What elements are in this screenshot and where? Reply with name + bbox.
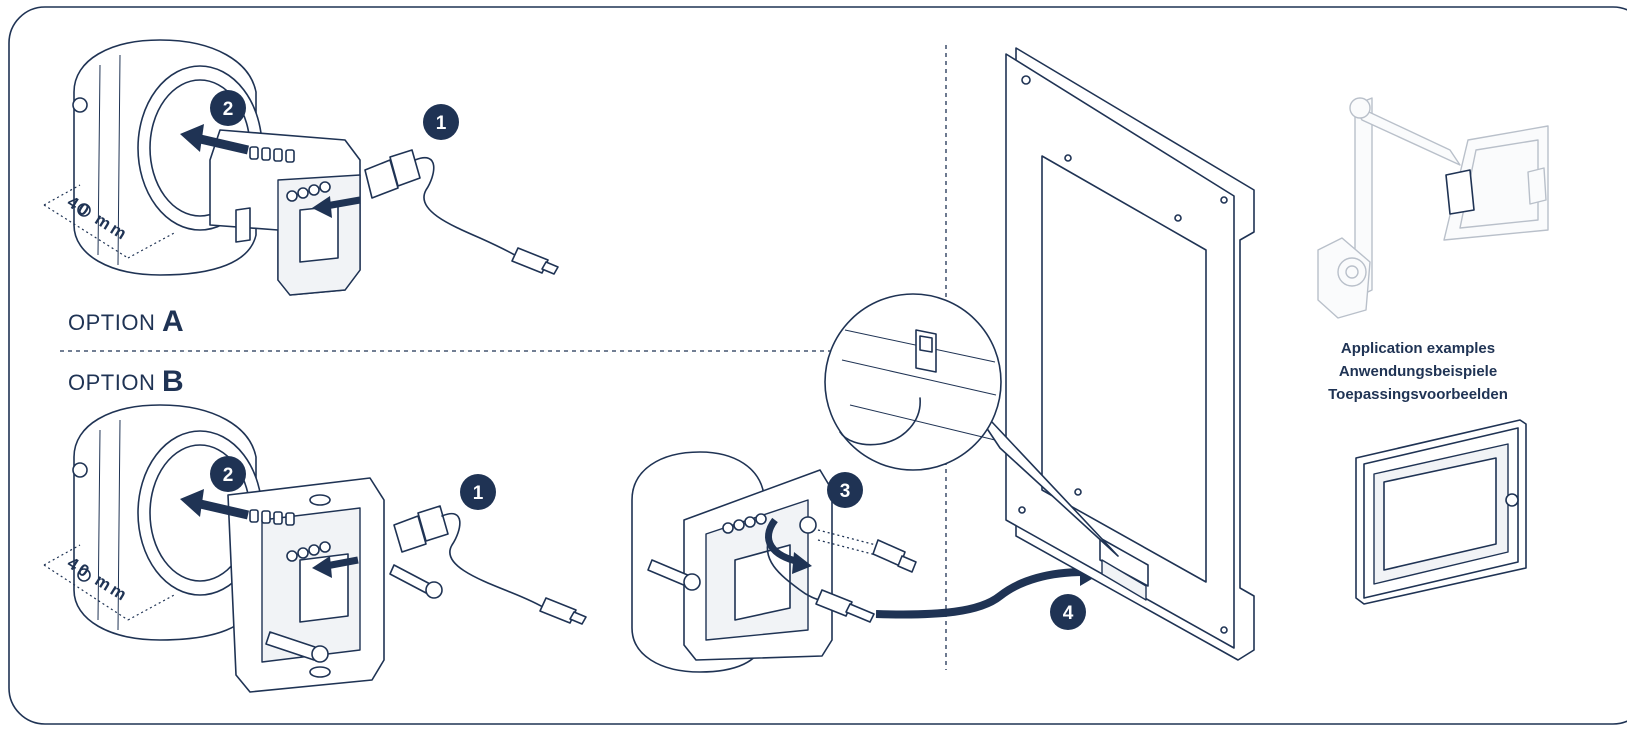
svg-text:Toepassingsvoorbeelden: Toepassingsvoorbeelden — [1328, 386, 1508, 403]
connector-detail-callout — [824, 293, 1119, 557]
step-badge-b3: 3 — [827, 472, 863, 508]
step-badge-b1: 1 — [460, 474, 496, 510]
option-a-illustration — [72, 39, 559, 296]
application-examples-caption: Application examples Anwendungsbeispiele… — [1328, 340, 1508, 403]
tablet-enclosure-illustration — [1355, 419, 1527, 605]
arm-mount-illustration — [1317, 97, 1549, 319]
step-badge-a2: 2 — [210, 90, 246, 126]
option-a-label: OPTION A — [68, 305, 184, 338]
assembled-unit-illustration — [631, 451, 1102, 673]
svg-text:2: 2 — [223, 99, 234, 120]
svg-text:B: B — [162, 365, 184, 398]
svg-text:A: A — [162, 305, 184, 338]
svg-text:OPTION: OPTION — [68, 370, 155, 395]
svg-text:1: 1 — [436, 113, 447, 134]
option-b-label: OPTION B — [68, 365, 184, 398]
step-badge-b4: 4 — [1050, 594, 1086, 630]
svg-text:1: 1 — [473, 483, 484, 504]
svg-text:Application examples: Application examples — [1341, 340, 1495, 357]
svg-text:3: 3 — [840, 481, 851, 502]
option-b-illustration — [72, 404, 587, 693]
svg-text:2: 2 — [223, 465, 234, 486]
svg-text:Anwendungsbeispiele: Anwendungsbeispiele — [1339, 363, 1497, 380]
svg-text:OPTION: OPTION — [68, 310, 155, 335]
step-badge-a1: 1 — [423, 104, 459, 140]
svg-text:4: 4 — [1063, 603, 1074, 624]
tablet-wall-plate — [1005, 47, 1255, 661]
step-badge-b2: 2 — [210, 456, 246, 492]
diagram-frame — [8, 6, 1627, 725]
